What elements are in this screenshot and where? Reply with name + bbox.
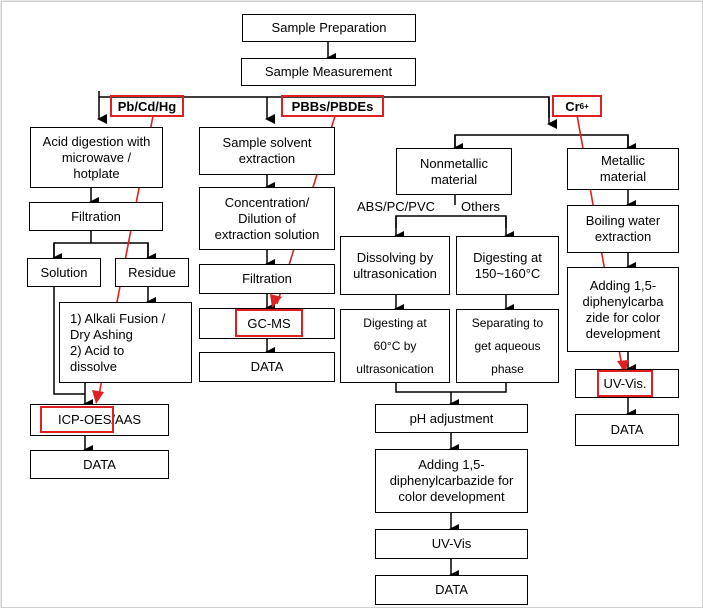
concentration-box: Concentration/ Dilution of extraction so… <box>199 187 335 250</box>
solution-box: Solution <box>27 258 101 287</box>
uv-vis-box-1: UV-Vis <box>375 529 528 559</box>
adding-diphenylcarbazide-box-2: Adding 1,5- diphenylcarba zide for color… <box>567 267 679 352</box>
sample-preparation-box: Sample Preparation <box>242 14 416 42</box>
alkali-fusion-box: 1) Alkali Fusion / Dry Ashing 2) Acid to… <box>59 302 192 383</box>
data-box-2: DATA <box>199 352 335 382</box>
acid-digestion-box: Acid digestion with microwave / hotplate <box>30 127 163 188</box>
metallic-material-box: Metallic material <box>567 148 679 190</box>
residue-box: Residue <box>115 258 189 287</box>
gc-ms-highlight: GC-MS <box>235 309 303 337</box>
boiling-water-box: Boiling water extraction <box>567 205 679 253</box>
digesting-temp-box: Digesting at 150~160°C <box>456 236 559 295</box>
abs-pc-pvc-label: ABS/PC/PVC <box>357 199 436 214</box>
digesting-60-box: Digesting at 60°C by ultrasonication <box>340 309 450 383</box>
separating-box: Separating to get aqueous phase <box>456 309 559 383</box>
solvent-extraction-box: Sample solvent extraction <box>199 127 335 175</box>
icp-oes-highlight <box>40 406 114 433</box>
sample-measurement-box: Sample Measurement <box>241 58 416 86</box>
filtration-box-1: Filtration <box>29 202 163 231</box>
uv-vis-box-2 <box>575 369 679 398</box>
branch-cr-superscript: 6+ <box>579 101 589 111</box>
adding-diphenylcarbazide-box: Adding 1,5- diphenylcarbazide for color … <box>375 449 528 513</box>
gc-ms-box <box>199 308 335 339</box>
filtration-box-2: Filtration <box>199 264 335 294</box>
branch-cr-label: Cr <box>565 98 580 114</box>
data-box-3: DATA <box>375 575 528 605</box>
data-box-4: DATA <box>575 414 679 446</box>
uv-vis-highlight: UV-Vis. <box>597 370 653 397</box>
branch-pbbs-pbdes: PBBs/PBDEs <box>281 95 384 117</box>
data-box-1: DATA <box>30 450 169 479</box>
icp-oes-aas-box: ICP-OES/AAS <box>30 404 169 436</box>
branch-pb-cd-hg: Pb/Cd/Hg <box>110 95 184 117</box>
ph-adjustment-box: pH adjustment <box>375 404 528 433</box>
nonmetallic-material-box: Nonmetallic material <box>396 148 512 195</box>
others-label: Others <box>461 199 501 214</box>
dissolving-box: Dissolving by ultrasonication <box>340 236 450 295</box>
